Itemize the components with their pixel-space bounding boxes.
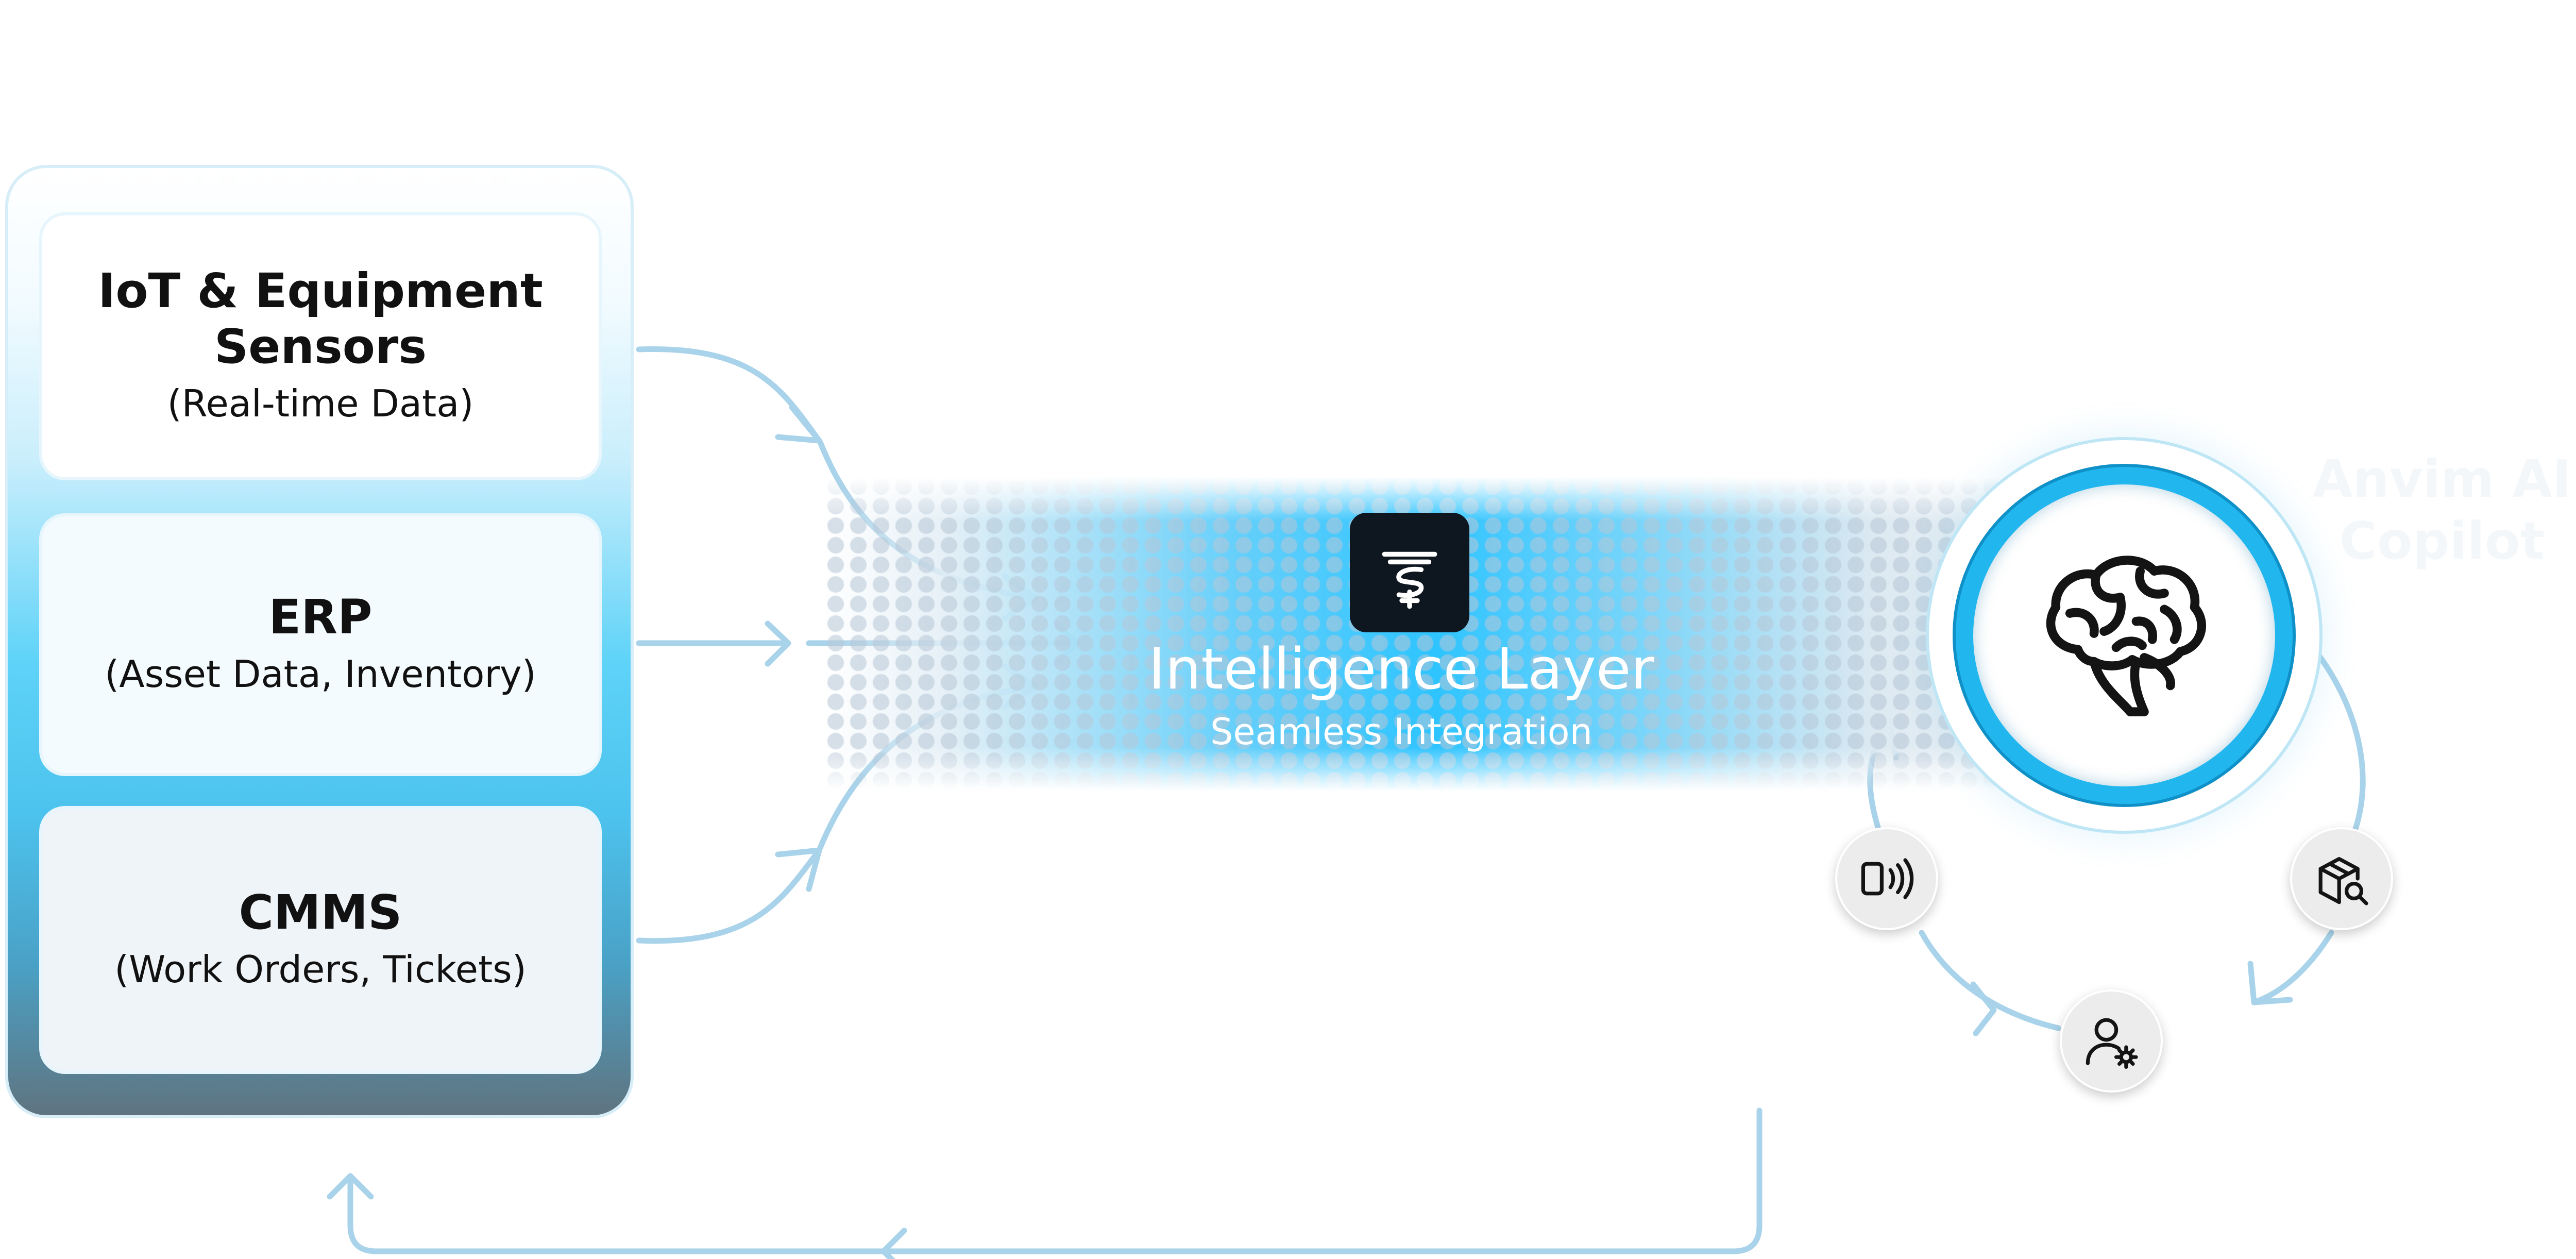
source-subtitle: (Real-time Data) (167, 382, 474, 425)
data-sources-panel: IoT & Equipment Sensors (Real-time Data)… (5, 165, 634, 1118)
source-card-erp: ERP (Asset Data, Inventory) (39, 513, 602, 776)
package-search-node (2290, 827, 2393, 930)
source-card-cmms: CMMS (Work Orders, Tickets) (39, 806, 602, 1074)
ai-copilot-label: Anvim AI Copilot (2313, 449, 2571, 571)
cycle-arc-lower-right (2251, 930, 2334, 1005)
intelligence-logo-tile (1350, 513, 1469, 632)
brain-icon (2046, 556, 2206, 716)
source-subtitle: (Asset Data, Inventory) (105, 652, 536, 696)
cycle-arrowhead-lower-left (1970, 981, 1997, 1036)
user-settings-node (2060, 989, 2163, 1093)
source-card-iot: IoT & Equipment Sensors (Real-time Data) (39, 212, 602, 480)
device-signal-icon (1861, 858, 1914, 899)
intelligence-layer-subtitle: Seamless Integration (1210, 711, 1592, 753)
cycle-arc-right (2314, 650, 2366, 853)
device-signal-node (1835, 827, 1938, 930)
erp-arrowhead (765, 620, 791, 667)
cycle-arc-lower-left (1919, 930, 2061, 1031)
user-settings-icon (2086, 1018, 2138, 1069)
feedback-end-arrowhead (327, 1173, 374, 1200)
ai-hub (1973, 484, 2275, 786)
layered-s-logo-icon (1382, 551, 1437, 609)
cmms-connector-curve (636, 847, 822, 944)
feedback-loop-line (347, 1107, 1762, 1254)
source-subtitle: (Work Orders, Tickets) (114, 948, 527, 991)
iot-arrowhead (775, 404, 822, 444)
source-title: IoT & Equipment Sensors (98, 263, 543, 374)
package-search-icon (2318, 857, 2368, 905)
source-title: ERP (268, 590, 372, 645)
source-title: CMMS (239, 885, 402, 940)
cycle-arrowhead-lower-right (2247, 961, 2293, 1005)
feedback-mid-arrowhead (880, 1228, 907, 1259)
intelligence-layer-title: Intelligence Layer (1148, 636, 1654, 702)
iot-connector-curve (636, 346, 822, 444)
